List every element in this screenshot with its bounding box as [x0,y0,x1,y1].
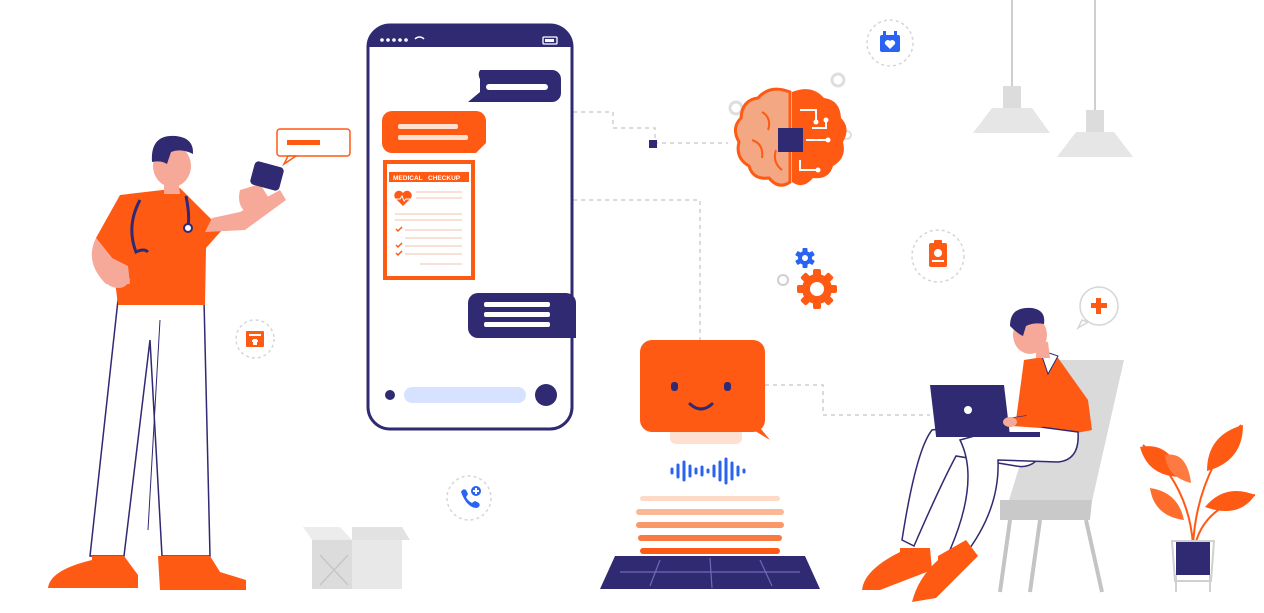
hologram-platform [600,556,820,589]
medical-card-title-word1: MEDICAL [393,175,423,182]
brain-chip-icon [649,87,847,187]
medical-checkup-card: MEDICAL CHECKUP [383,160,475,280]
clipboard-medical-icon [911,229,965,283]
ceiling-lamp-left [973,0,1050,133]
medical-card-title-word2: CHECKUP [428,175,461,182]
ceiling-lamp-right [1057,0,1133,157]
connector-lines [573,111,930,416]
plus-bubble-icon [1076,286,1119,330]
smile-chat-icon [640,340,770,444]
medical-card-icon [235,319,275,359]
message-input-bar [385,384,557,406]
laptop [930,385,1040,437]
man-with-laptop [862,307,1092,602]
phone-plus-icon [446,475,492,521]
plant [1140,424,1256,592]
chat-bubble-outgoing [468,70,561,102]
cardboard-box [303,527,410,589]
speech-bubble-small [276,128,351,167]
chat-bubble-incoming [382,111,486,153]
status-bar-icons [380,36,558,45]
hologram-rings [636,496,784,554]
sound-wave-icon [670,457,746,485]
doctor-figure [48,128,351,590]
smartphone: MEDICAL CHECKUP [366,23,576,431]
heart-pulse-icon [394,190,412,206]
calendar-heart-icon [866,19,914,67]
chat-bubble-outgoing-2 [468,293,576,338]
